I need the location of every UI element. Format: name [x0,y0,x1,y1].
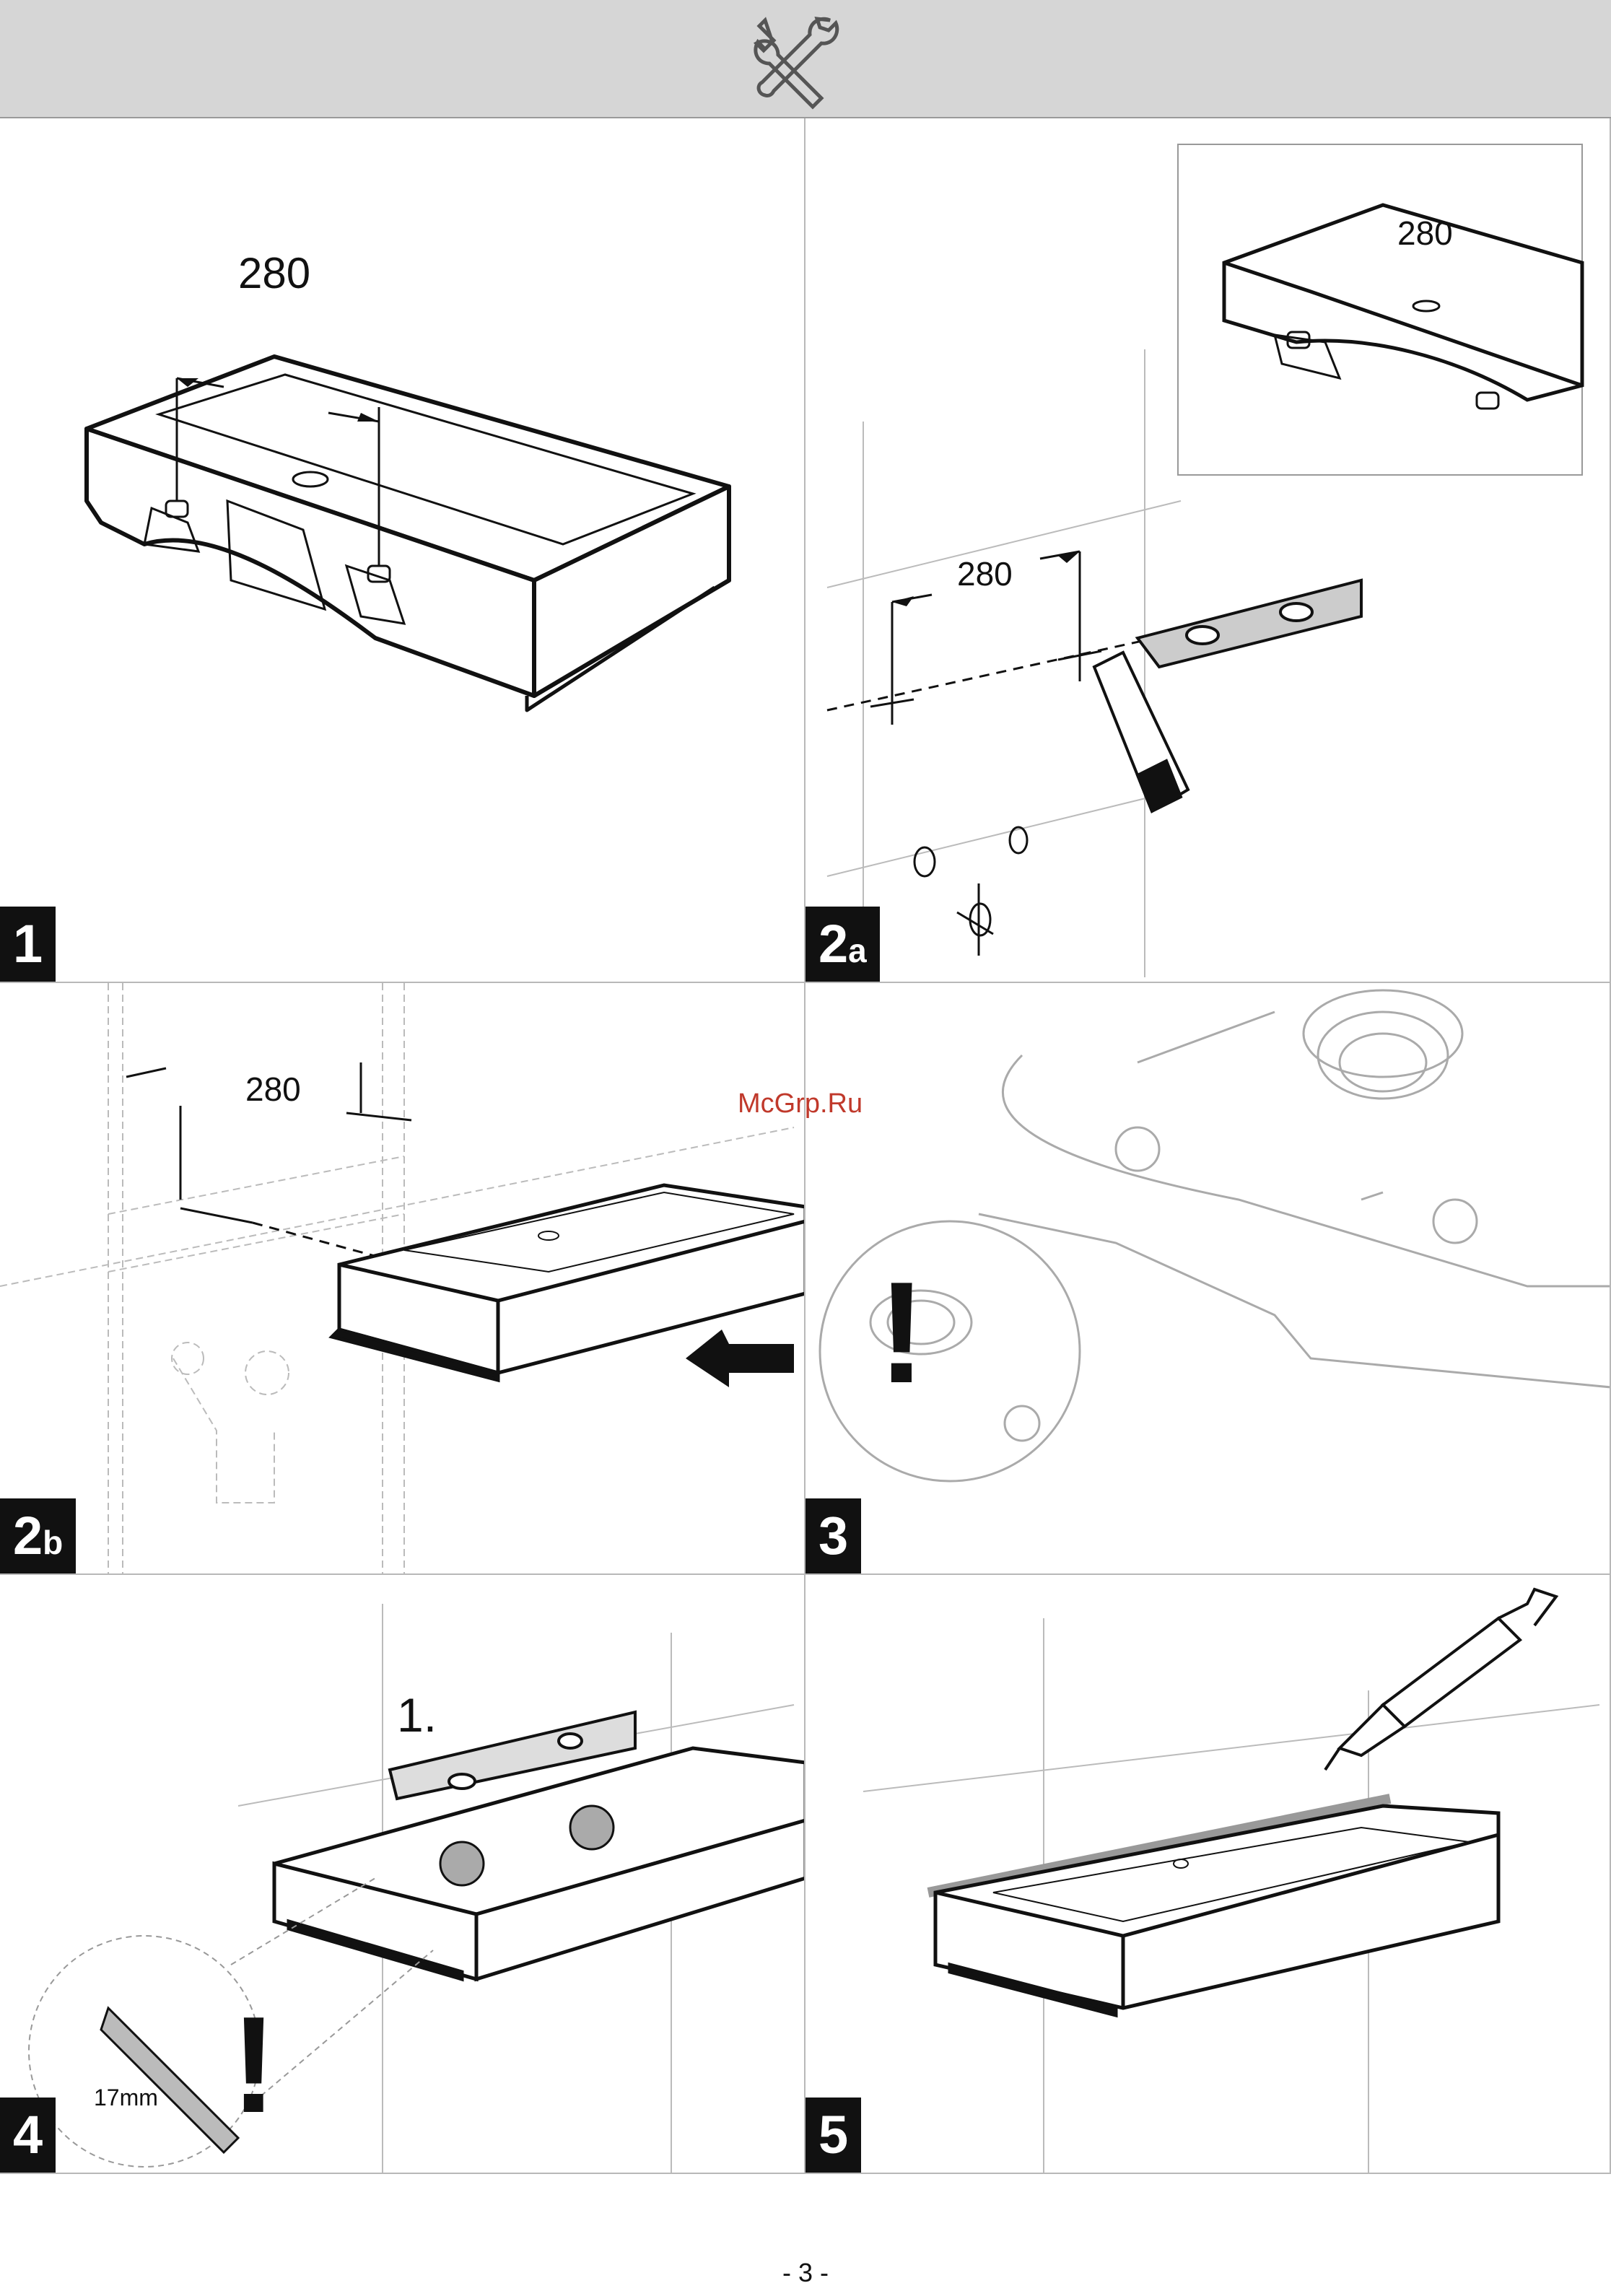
marking-illustration [806,118,1611,983]
step-badge: 4 [0,2098,56,2173]
inset-dimension-label: 280 [1397,214,1453,253]
warning-mark: ! [231,1986,276,2144]
step-badge: 5 [806,2098,861,2173]
header-bar [0,0,1611,118]
bolt-detail-illustration [806,983,1611,1575]
watermark: McGrp.Ru [738,1088,863,1119]
sealing-illustration [806,1575,1611,2174]
warning-mark: ! [878,1250,926,1416]
step-5-panel: 5 [806,1575,1611,2174]
step-2a-panel: 280 280 2a [806,118,1611,983]
dimension-label: 280 [238,248,310,298]
wrench-size-label: 17mm [94,2085,158,2111]
dimension-label: 280 [957,554,1013,593]
step-badge: 2b [0,1498,76,1573]
step-3-panel: ! 3 [806,983,1611,1575]
step-badge: 2a [806,907,880,982]
step-badge: 1 [0,907,56,982]
callout-label: 1. [397,1688,437,1742]
mounting-illustration [0,983,806,1575]
step-badge: 3 [806,1498,861,1573]
step-1-panel: 280 1 [0,118,806,983]
page-number: - 3 - [0,2258,1611,2288]
wrench-cross-icon [743,6,852,114]
dimension-label: 280 [245,1070,301,1109]
step-2b-panel: 280 2b [0,983,806,1575]
step-4-panel: 1. 17mm ! 4 [0,1575,806,2174]
basin-illustration [0,118,806,983]
